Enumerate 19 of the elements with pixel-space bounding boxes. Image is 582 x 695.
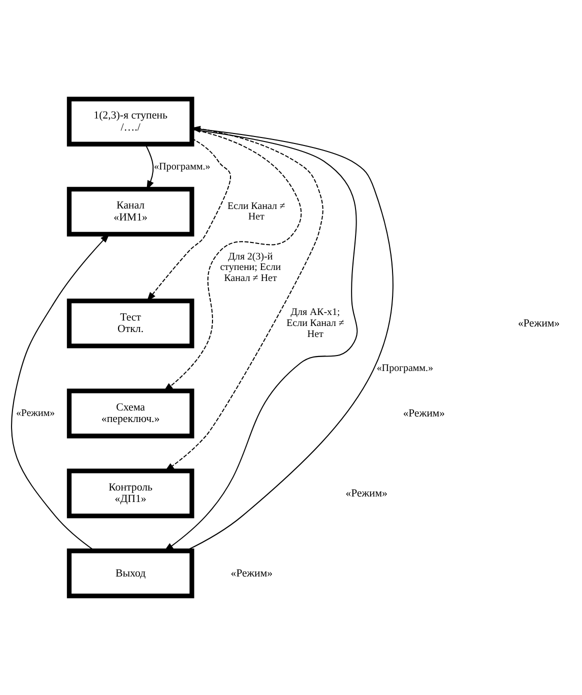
edge-label: Для 2(3)-й ступени; Если Канал ≠ Нет [220,251,281,284]
edge-label: «Программ.» [376,363,434,374]
label: «Режим» [518,317,560,330]
arrow [163,128,302,392]
node-box: Тест Откл. [66,298,194,348]
arrow [146,138,231,302]
node-box: Схема «переключ.» [66,388,194,438]
node-box: Контроль «ДП1» [66,468,194,518]
edge-label: Если Канал ≠ Нет [227,200,286,223]
edge-label: «Режим» [16,408,55,420]
edge-label: «Программ.» [154,161,210,172]
label: «Режим» [230,567,273,580]
node-box: Канал «ИМ1» [66,186,194,236]
node-box: Выход [66,548,194,598]
arrow [164,126,324,472]
label: «Режим» [403,407,445,420]
node-box: 1(2,3)-я ступень /…./ [66,96,194,146]
label: «Режим» [346,487,388,500]
edge-label: Для АК-х1; Если Канал ≠ Нет [286,307,344,340]
